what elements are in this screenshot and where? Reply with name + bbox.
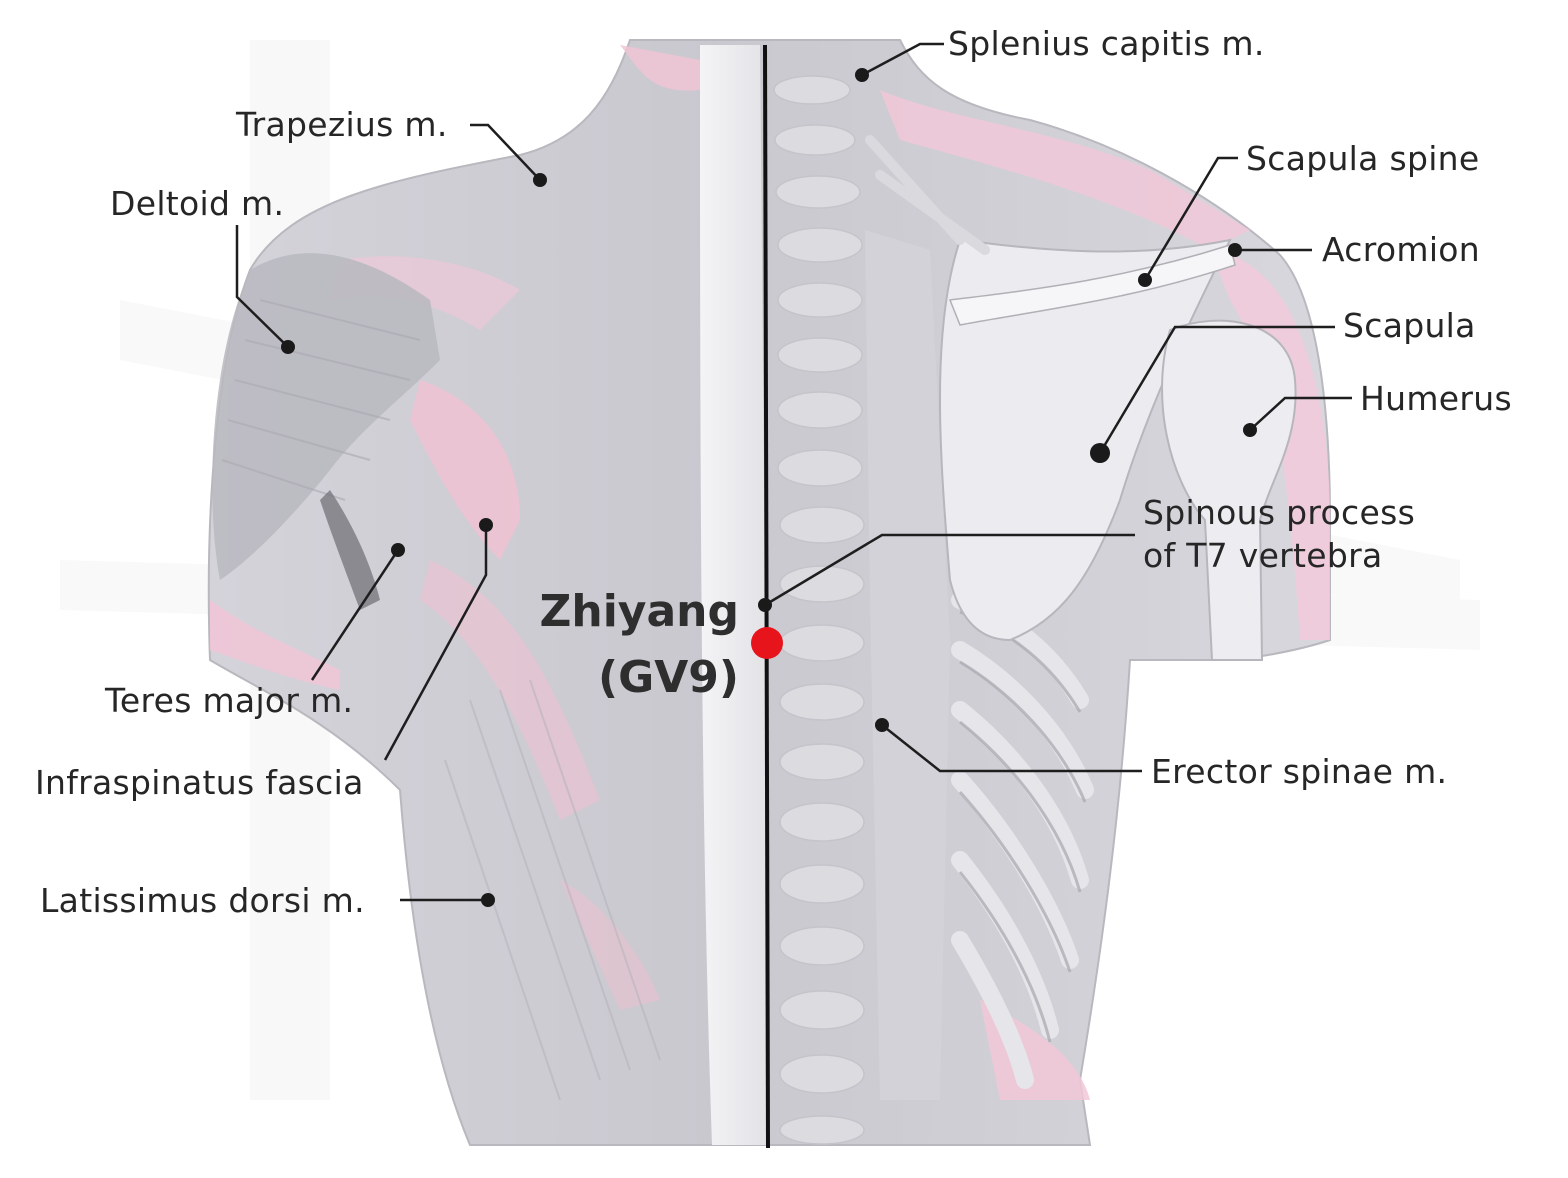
neck-tendons [865,135,990,255]
deltoid-shape [212,253,440,580]
acupoint-marker[interactable] [751,627,783,659]
latissimus-fibers [444,679,661,1101]
scapula-spine-ridge [948,244,1236,326]
erector-spinae-shape [865,230,950,1100]
label-trapezius: Trapezius m. [236,105,448,144]
rib-shadows [958,610,1087,1043]
ribs [951,591,1094,1089]
dot-infraspinatus [479,518,493,532]
label-deltoid: Deltoid m. [110,184,285,223]
governing-vessel-line [763,44,770,1149]
label-scapula-spine: Scapula spine [1246,139,1480,178]
leader-deltoid [235,225,289,348]
label-infraspinatus-fascia: Infraspinatus fascia [35,763,364,802]
label-acromion: Acromion [1322,230,1480,269]
leader-teres-major [310,549,400,681]
dot-deltoid [281,340,295,354]
dot-trapezius [533,173,547,187]
deltoid-fibers [221,299,421,501]
label-teres-major: Teres major m. [105,681,354,720]
label-splenius-capitis: Splenius capitis m. [948,24,1265,63]
leader-scapula-spine [1143,156,1238,281]
leader-spinous-process [764,533,1135,607]
leader-splenius-capitis [861,42,944,77]
acupoint-name: Zhiyang [539,586,739,637]
leader-infraspinatus [383,525,488,761]
dot-splenius-capitis [855,68,869,82]
label-latissimus-dorsi: Latissimus dorsi m. [40,881,365,920]
dot-acromion [1228,243,1242,257]
acupoint-code: (GV9) [597,652,739,703]
dot-scapula [1090,443,1110,463]
leader-erector-spinae [881,724,1142,773]
dot-humerus [1243,423,1257,437]
leader-trapezius [470,123,541,181]
leader-lines [235,42,1352,902]
leader-dots [281,68,1257,907]
scapula-shape [939,238,1232,642]
dot-erector-spinae [875,718,889,732]
dot-spinous-process [758,598,772,612]
armpit-shadow [320,490,380,610]
leader-scapula [1098,325,1335,454]
spine-column [700,45,770,1145]
label-humerus: Humerus [1360,379,1512,418]
label-spinous-process: Spinous process of T7 vertebra [1143,493,1416,575]
dot-latissimus [481,893,495,907]
vertebrae [773,75,865,1145]
leader-humerus [1249,396,1352,431]
label-erector-spinae: Erector spinae m. [1151,752,1448,791]
dot-teres-major [391,543,405,557]
label-scapula: Scapula [1343,306,1476,345]
dot-scapula-spine [1138,273,1152,287]
